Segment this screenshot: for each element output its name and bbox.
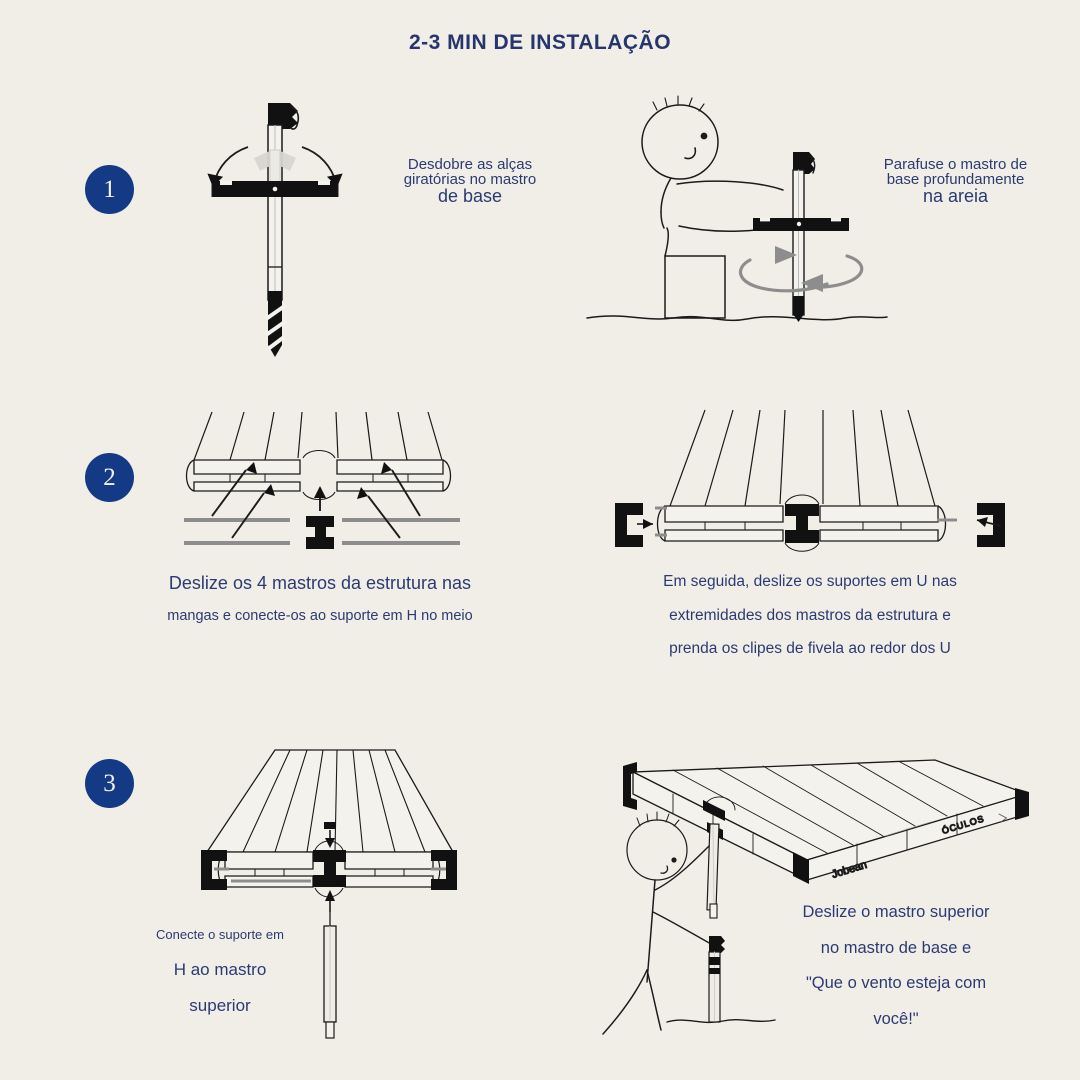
- step-3-left-caption: Conecte o suporte em H ao mastro superio…: [156, 927, 284, 1015]
- illustration-upper-pole-to-h-support: [201, 749, 457, 1039]
- step-1-left-caption: Desdobre as alças giratórias no mastro d…: [403, 156, 537, 206]
- step-2-right-caption: Em seguida, deslize os suportes em U nas…: [663, 573, 957, 657]
- step-3-right-caption: Deslize o mastro superior no mastro de b…: [802, 903, 990, 1028]
- step-1-right-caption: Parafuse o mastro de base profundamente …: [883, 156, 1028, 206]
- step-badge-2: 2: [85, 453, 134, 502]
- illustration-u-brackets: [615, 409, 1005, 552]
- illustration-base-pole: [207, 103, 343, 357]
- illustration-sleeves-and-h-connector: [184, 411, 460, 549]
- step-badge-1: 1: [85, 165, 134, 214]
- illustration-person-screwing-pole: [586, 95, 888, 322]
- page-title: 2-3 MIN DE INSTALAÇÃO: [408, 31, 672, 54]
- illustration-person-mounting-canopy: Jobean ÓCULOS: [602, 759, 1030, 1035]
- step-badge-3: 3: [85, 759, 134, 808]
- step-2-left-caption: Deslize os 4 mastros da estrutura nas ma…: [167, 573, 473, 624]
